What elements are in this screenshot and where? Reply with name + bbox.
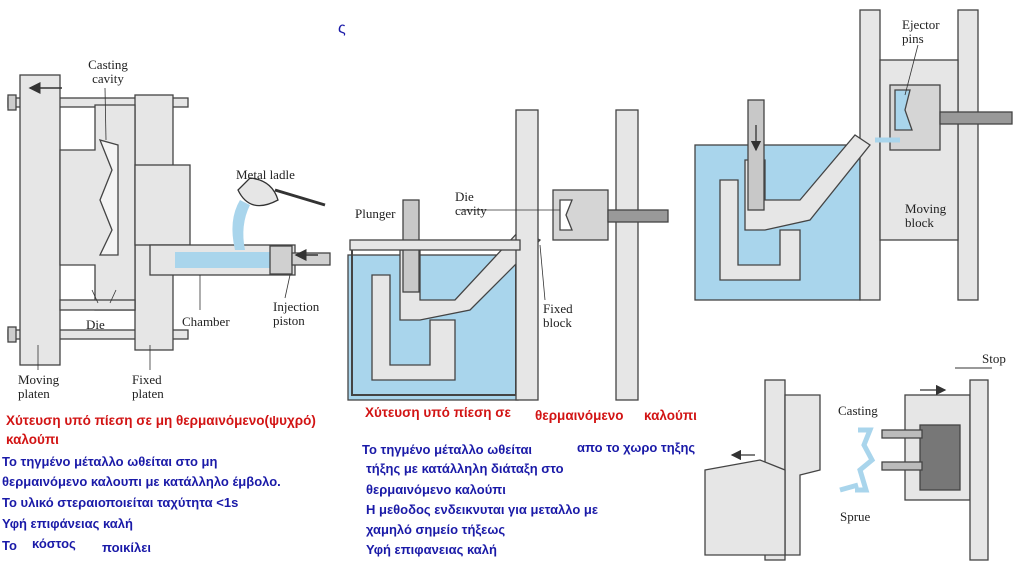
- cold-desc-line3: Το υλικό στεραιοποιείται ταχύτητα <1s: [2, 495, 239, 510]
- injection-piston: [269, 245, 293, 275]
- hot-chamber-title-c: καλούπι: [644, 408, 697, 423]
- cold-cost-a: Το: [2, 538, 17, 553]
- hot-desc-line5: Υφή επιφανειας καλή: [366, 542, 497, 557]
- cold-cost-b: κόστος: [32, 536, 76, 551]
- cold-chamber-title-line2: καλούπι: [6, 432, 59, 447]
- injection-piston-label: Injection piston: [273, 300, 319, 328]
- die-cavity-label: Die cavity: [455, 190, 487, 218]
- hot-desc-line2: θερμαινόμενο καλούπι: [366, 482, 506, 497]
- fixed-block-line2: block: [543, 315, 572, 330]
- pouring-stream: [232, 200, 250, 250]
- fixed-platen-label: Fixed platen: [132, 373, 164, 401]
- casting-cavity: [98, 139, 119, 256]
- plunger-2: [747, 99, 765, 211]
- metal-ladle: [232, 177, 326, 250]
- casting-cavity-line2: cavity: [92, 71, 124, 86]
- hot-chamber-eject-view: [694, 9, 1013, 301]
- hot-chamber-title-b: θερμαινόμενο: [535, 408, 624, 423]
- fixed-platen-line2: platen: [132, 386, 164, 401]
- stop-label: Stop: [982, 351, 1006, 366]
- ejector-pins-label: Ejector pins: [902, 18, 940, 46]
- moving-block-label: Moving block: [905, 202, 946, 230]
- fixed-die-half: [784, 394, 821, 556]
- hot-desc-line1: τήξης με κατάλληλη διάταξη στο: [366, 461, 564, 476]
- fixed-block-line1: Fixed: [543, 301, 573, 316]
- fixed-platen-line1: Fixed: [132, 372, 162, 387]
- sprue-label: Sprue: [840, 509, 871, 524]
- metal-ladle-label: Metal ladle: [236, 167, 295, 182]
- ejector-rod: [607, 209, 669, 223]
- hot-desc-b: απο το χωρο τηξης: [577, 440, 696, 455]
- die-moving-half: [59, 104, 136, 311]
- die-cavity-line2: cavity: [455, 203, 487, 218]
- ejector-pins-line1: Ejector: [902, 17, 940, 32]
- cold-desc-line2: θερμαινόμενο καλουπι με κατάλληλο έμβολο…: [2, 474, 281, 489]
- hot-chamber-title-a: Χύτευση υπό πίεση σε: [365, 405, 511, 420]
- moving-platen-label: Moving platen: [18, 373, 59, 401]
- moving-platen: [19, 74, 61, 366]
- cold-chamber-title-line1: Χύτευση υπό πίεση σε μη θερμαινόμενο(ψυχ…: [6, 413, 316, 428]
- hot-chamber-machine: [347, 109, 669, 401]
- die-cavity-line1: Die: [455, 189, 474, 204]
- ejector-pins-line2: pins: [902, 31, 924, 46]
- fixed-die-base: [704, 459, 786, 556]
- moving-platen-line2: platen: [18, 386, 50, 401]
- sprue-shape: [839, 482, 859, 493]
- casting-label: Casting: [838, 403, 878, 418]
- molten-metal-chamber: [175, 252, 285, 268]
- cold-cost-c: ποικίλει: [102, 540, 152, 555]
- moving-block-line2: block: [905, 215, 934, 230]
- die-label: Die: [86, 317, 105, 332]
- hot-desc-a: Το τηγμένο μέταλλο ωθείται: [362, 442, 533, 457]
- gooseneck-base: [371, 274, 456, 381]
- fixed-block-label: Fixed block: [543, 302, 573, 330]
- moving-platen-line1: Moving: [18, 372, 60, 387]
- top-mark: ς: [338, 20, 346, 37]
- hot-desc-line4: χαμηλό σημείο τήξεως: [366, 522, 506, 537]
- casting-cavity-line1: Casting: [88, 57, 128, 72]
- cold-desc-line1: Το τηγμένο μέταλλο ωθείται στο μη: [2, 454, 218, 469]
- casting-ejected: [855, 427, 876, 493]
- moving-block-line1: Moving: [905, 201, 947, 216]
- fixed-block-right: [615, 109, 639, 401]
- hot-desc-line3: Η μεθοδος ενδεικνυται για μεταλλο με: [366, 502, 599, 517]
- fixed-block-left: [515, 109, 539, 401]
- gooseneck-2: [744, 134, 871, 231]
- cold-chamber-machine: [7, 74, 331, 366]
- ejection-view: [704, 379, 989, 561]
- injection-piston-line2: piston: [273, 313, 305, 328]
- cold-desc-line4: Υφή επιφάνειας καλή: [2, 516, 133, 531]
- injection-piston-line1: Injection: [273, 299, 320, 314]
- die-fixed-half: [134, 164, 191, 246]
- chamber-label: Chamber: [182, 314, 230, 329]
- casting-cavity-label: Casting cavity: [86, 58, 130, 86]
- plunger-label: Plunger: [355, 206, 396, 221]
